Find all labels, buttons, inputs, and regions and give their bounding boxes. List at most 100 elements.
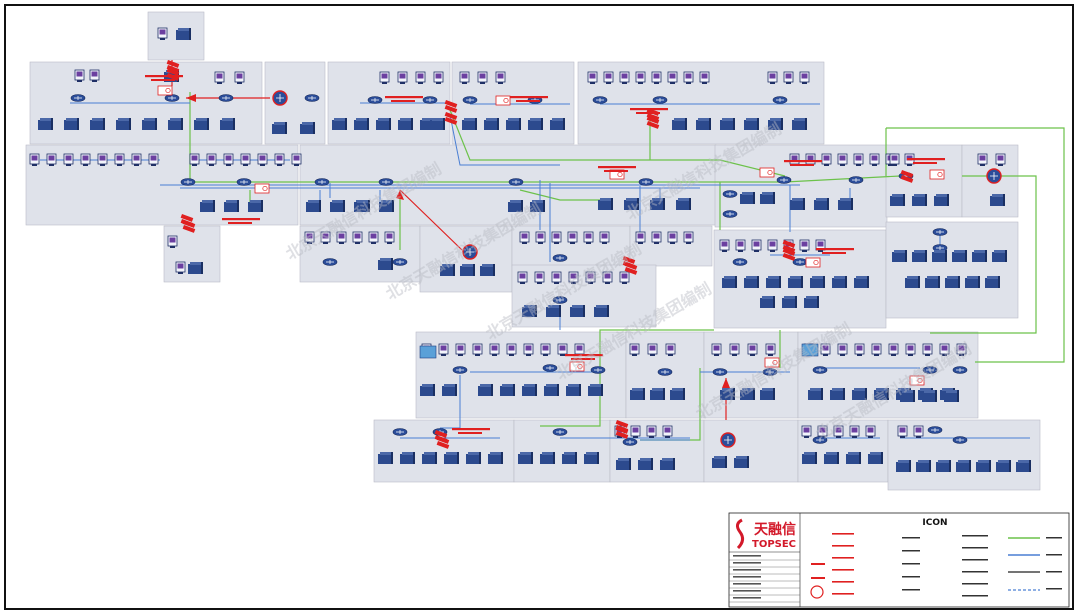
switch-icon [314,178,330,186]
pc-icon [837,343,848,356]
server-rack-icon [300,122,315,134]
server-rack-icon [376,118,391,130]
pc-icon [913,425,924,438]
security-appliance-icon [805,257,821,268]
pc-icon [477,71,488,84]
server-rack-icon [892,250,907,262]
server-rack-icon [584,452,599,464]
server-rack-icon [696,118,711,130]
network-zone-18 [885,221,1019,319]
server-rack-icon [720,388,735,400]
firewall-icon [646,116,660,129]
pc-icon [897,425,908,438]
server-rack-icon [944,390,959,402]
server-rack-icon [460,264,475,276]
pc-icon [767,71,778,84]
switch-icon [452,366,468,374]
network-zone-20 [415,331,627,419]
server-rack-icon [740,192,755,204]
pc-icon [977,153,988,166]
red-caption-bar-11 [565,354,603,357]
switch-icon [772,96,788,104]
server-rack-icon [354,118,369,130]
server-rack-icon [480,264,495,276]
drawing-frame [4,4,1074,610]
server-rack-icon [522,384,537,396]
pc-icon [871,343,882,356]
server-rack-icon [992,250,1007,262]
firewall-icon [444,112,458,125]
server-rack-icon [466,452,481,464]
server-rack-icon [790,198,805,210]
switch-icon [590,366,606,374]
switch-icon [542,364,558,372]
pc-icon [157,27,168,40]
red-caption-bar-b-6 [458,432,482,434]
link-layer [40,60,1065,441]
network-zone-5 [451,61,575,145]
red-caption-bar-b-5 [228,222,252,224]
pc-icon [821,153,832,166]
pc-icon [540,343,551,356]
firewall-icon [615,426,629,439]
pc-icon [956,343,967,356]
server-rack-icon [810,276,825,288]
pc-icon [74,69,85,82]
pc-icon [635,231,646,244]
pc-icon [89,69,100,82]
pc-icon [922,343,933,356]
pc-icon [80,153,91,166]
server-rack-icon [766,276,781,288]
pc-icon [523,343,534,356]
pc-icon [551,271,562,284]
pc-icon [535,231,546,244]
red-caption-bar-b-8 [790,164,814,166]
server-rack-icon [896,460,911,472]
switch-icon [236,178,252,186]
switch-icon [552,428,568,436]
server-rack-icon [670,388,685,400]
red-caption-bar-b-1 [151,79,175,81]
server-rack-icon [650,388,665,400]
pc-icon [587,71,598,84]
server-rack-icon [744,276,759,288]
security-appliance-icon [569,361,585,372]
link-arrowhead-3 [722,378,730,388]
server-rack-icon [808,388,823,400]
switch-icon [378,178,394,186]
pc-icon [585,271,596,284]
switch-icon [462,96,478,104]
server-rack-icon [792,118,807,130]
pc-icon [602,271,613,284]
server-rack-icon [462,118,477,130]
switch-icon [180,178,196,186]
pc-icon [291,153,302,166]
pc-icon [853,153,864,166]
pc-icon [699,71,710,84]
link-48 [399,189,463,251]
server-rack-icon [912,194,927,206]
server-rack-icon [248,200,263,212]
pc-icon [889,153,900,166]
pc-icon [368,231,379,244]
pc-icon [799,71,810,84]
pc-icon [568,271,579,284]
server-rack-icon [672,118,687,130]
switch-icon [592,96,608,104]
switch-icon [848,176,864,184]
switch-icon [552,254,568,262]
server-rack-icon [566,384,581,396]
server-rack-icon [398,118,413,130]
server-rack-icon [976,460,991,472]
pc-icon [888,343,899,356]
pc-icon [647,343,658,356]
pc-icon [459,71,470,84]
server-rack-icon [588,384,603,396]
server-rack-icon [272,122,287,134]
server-rack-icon [985,276,1000,288]
pc-icon [46,153,57,166]
display-wall-1 [419,345,437,359]
switch-icon [732,258,748,266]
link-9 [599,329,714,362]
link-14 [519,189,600,201]
